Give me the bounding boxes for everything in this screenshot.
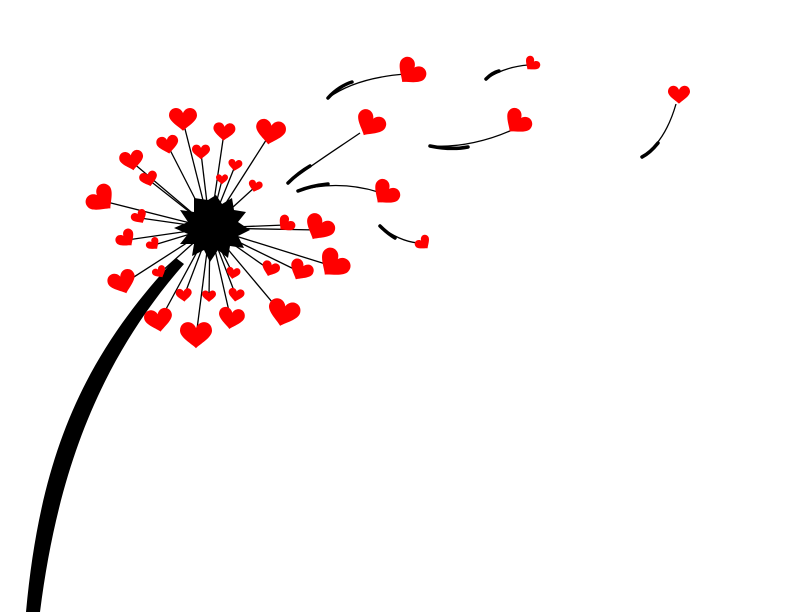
heart-icon: [175, 287, 193, 303]
flying-seed-tail: [286, 164, 312, 185]
heart-icon: [129, 207, 150, 227]
heart-icon: [299, 210, 338, 247]
dandelion-head-icon: [174, 195, 250, 262]
heart-icon: [259, 259, 282, 279]
heart-icon: [498, 105, 536, 141]
heart-icon: [180, 322, 212, 349]
heart-icon: [118, 148, 146, 173]
heart-icon: [144, 235, 163, 254]
heart-icon: [169, 107, 197, 131]
heart-icon: [668, 85, 690, 104]
heart-icon: [390, 53, 430, 92]
heart-icon: [105, 266, 140, 298]
flying-seed-tail: [296, 182, 330, 193]
stem: [26, 258, 184, 612]
heart-icon: [192, 144, 210, 160]
heart-icon: [413, 233, 434, 254]
flying-seed-stem: [641, 103, 677, 158]
heart-icon: [155, 134, 181, 156]
heart-icon: [227, 287, 246, 303]
heart-icon: [350, 106, 389, 143]
flying-seed-tail: [484, 69, 501, 81]
flying-seed-tail: [428, 144, 470, 151]
heart-icon: [521, 54, 542, 75]
heart-icon: [227, 158, 243, 172]
heart-icon: [225, 266, 242, 281]
flying-seed-stem: [379, 225, 419, 244]
flying-seed-tail: [378, 224, 397, 240]
heart-icon: [264, 296, 303, 330]
heart-icon: [212, 121, 236, 142]
heart-icon: [366, 176, 404, 212]
heart-icon: [274, 212, 298, 236]
heart-icon: [253, 117, 288, 147]
heart-icon: [142, 306, 175, 335]
heart-icon: [312, 244, 354, 285]
heart-icon: [216, 174, 228, 185]
heart-icon: [285, 256, 316, 286]
flying-seed-tail: [326, 80, 354, 100]
heart-icon: [216, 305, 246, 332]
flying-seed-stem: [429, 129, 513, 147]
heart-icon: [82, 180, 122, 220]
flying-seed-tail: [640, 141, 660, 159]
hearts: [82, 53, 690, 349]
